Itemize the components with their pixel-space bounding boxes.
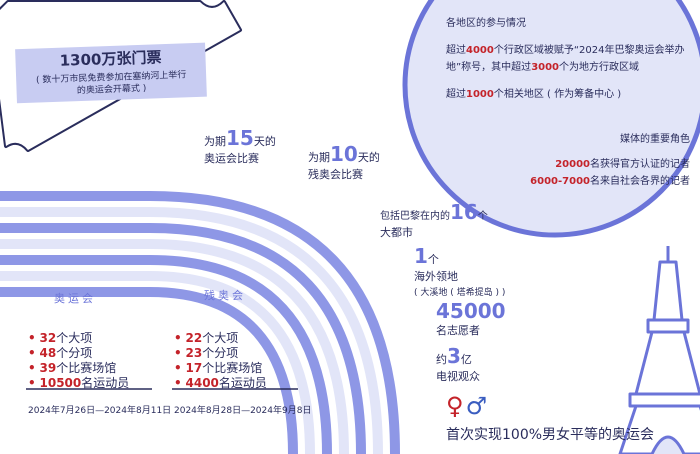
list-item-num: 22 (185, 331, 203, 345)
cities-pre: 包括巴黎在内的 (380, 211, 450, 222)
olympics-duration-post: 天的 (253, 135, 276, 148)
eiffel-tower-icon (618, 246, 700, 454)
tv-pre: 约 (436, 353, 447, 366)
list-item-text: 个分项 (202, 346, 239, 360)
cities-stat: 包括巴黎在内的16个 大都市 (380, 200, 488, 240)
list-item: • 10500名运动员 (28, 376, 130, 390)
paralympics-list: • 22个大项 • 23个分项 • 17个比赛场馆 • 4400名运动员 (174, 331, 267, 391)
volunteers-label: 名志愿者 (436, 324, 480, 337)
volunteers-stat: 45000 名志愿者 (436, 300, 506, 338)
media-line-1: 20000名获得官方认证的记者 (510, 155, 690, 170)
list-item: • 23个分项 (174, 346, 239, 360)
tv-stat: 约3亿 电视观众 (436, 344, 480, 384)
overseas-num: 1 (414, 244, 428, 268)
regions-line1-pre: 超过 (446, 45, 466, 56)
overseas-note: ( 大溪地 ( 塔希提岛 ) ) (414, 288, 506, 298)
olympics-duration: 为期15天的 奥运会比赛 (204, 126, 276, 166)
regions-line3-num: 1000 (466, 89, 494, 100)
regions-title: 各地区的参与情况 (446, 18, 526, 29)
list-item: • 32个大项 (28, 331, 93, 345)
tv-post: 亿 (460, 353, 472, 366)
regions-line2-num: 3000 (531, 62, 560, 73)
cities-label: 大都市 (380, 226, 413, 239)
media-block: 媒体的重要角色 20000名获得官方认证的记者 6000-7000名来自社会各界… (510, 130, 690, 187)
list-item-num: 10500 (39, 376, 82, 390)
volunteers-num: 45000 (436, 299, 506, 323)
olympics-title: 奥运会 (54, 292, 96, 305)
regions-line2-pre: 地”称号，其中超过 (446, 62, 532, 73)
list-item: • 4400名运动员 (174, 376, 267, 390)
olympics-duration-label: 奥运会比赛 (204, 152, 259, 165)
tv-num: 3 (447, 344, 461, 368)
regions-line-3: 超过1000个相关地区 ( 作为筹备中心 ) (446, 85, 700, 100)
media-line2-text: 名来自社会各界的记者 (590, 176, 690, 187)
paralympics-duration-pre: 为期 (308, 151, 330, 164)
list-item: • 22个大项 (174, 331, 239, 345)
ticket-shape (0, 0, 242, 152)
ticket-text: 1300万张门票 ( 数十万市民免费参加在塞纳河上举行 的奥运会开幕式 ) (17, 45, 205, 99)
female-symbol-icon: ♀ (446, 392, 464, 420)
paralympics-dates: 2024年8月28日—2024年9月8日 (174, 406, 312, 416)
regions-line1-num: 4000 (466, 45, 494, 56)
paralympics-title: 残奥会 (204, 289, 246, 302)
olympics-duration-pre: 为期 (204, 135, 226, 148)
list-item-num: 48 (39, 346, 57, 360)
regions-line1-post: 个行政区域被赋予“2024年巴黎奥运会举办 (493, 45, 685, 56)
list-item: • 39个比赛场馆 (28, 361, 117, 375)
list-item-text: 个大项 (56, 331, 93, 345)
cities-post: 个 (477, 211, 488, 222)
media-line-2: 6000-7000名来自社会各界的记者 (510, 172, 690, 187)
regions-line2-post: 个为地方行政区域 (559, 62, 640, 73)
overseas-post: 个 (427, 253, 439, 266)
regions-line-2: 地”称号，其中超过3000个为地方行政区域 (446, 58, 700, 73)
cities-num: 16 (450, 200, 478, 224)
paralympics-duration: 为期10天的 残奥会比赛 (308, 142, 380, 182)
media-line2-num: 6000-7000 (530, 176, 590, 187)
male-symbol-icon: ♂ (465, 392, 488, 420)
list-item-text: 名运动员 (81, 376, 130, 390)
olympics-list: • 32个大项 • 48个分项 • 39个比赛场馆 • 10500名运动员 (28, 331, 129, 391)
list-item-num: 39 (39, 361, 57, 375)
tv-label: 电视观众 (436, 370, 480, 383)
list-item-text: 个分项 (56, 346, 93, 360)
regions-line3-post: 个相关地区 ( 作为筹备中心 ) (493, 89, 622, 100)
list-item-num: 23 (185, 346, 203, 360)
olympics-duration-num: 15 (226, 126, 254, 150)
list-item-num: 17 (185, 361, 203, 375)
regions-circle (405, 0, 700, 235)
regions-line-1: 超过4000个行政区域被赋予“2024年巴黎奥运会举办 (446, 41, 700, 56)
paralympics-duration-post: 天的 (357, 151, 380, 164)
overseas-stat: 1个 海外领地 ( 大溪地 ( 塔希提岛 ) ) (414, 244, 505, 298)
regions-line3-pre: 超过 (446, 89, 466, 100)
paralympics-duration-label: 残奥会比赛 (308, 168, 363, 181)
paralympics-duration-num: 10 (330, 142, 358, 166)
list-item-text: 个比赛场馆 (202, 361, 263, 375)
overseas-label: 海外领地 (414, 270, 458, 283)
list-item: • 17个比赛场馆 (174, 361, 263, 375)
list-item-text: 名运动员 (218, 376, 267, 390)
regions-circle-outline (402, 0, 700, 238)
media-line1-text: 名获得官方认证的记者 (590, 159, 690, 170)
media-title: 媒体的重要角色 (620, 134, 690, 145)
equality-text: 首次实现100%男女平等的奥运会 (446, 427, 655, 443)
list-item-text: 个大项 (202, 331, 239, 345)
equality-symbols: ♀♂ (446, 392, 487, 420)
list-item-text: 个比赛场馆 (56, 361, 117, 375)
list-item: • 48个分项 (28, 346, 93, 360)
list-item-num: 4400 (185, 376, 219, 390)
list-item-num: 32 (39, 331, 57, 345)
curved-stripes (0, 191, 400, 454)
olympics-dates: 2024年7月26日—2024年8月11日 (28, 406, 172, 416)
regions-block: 各地区的参与情况 超过4000个行政区域被赋予“2024年巴黎奥运会举办 地”称… (446, 14, 700, 100)
media-line1-num: 20000 (555, 159, 590, 170)
